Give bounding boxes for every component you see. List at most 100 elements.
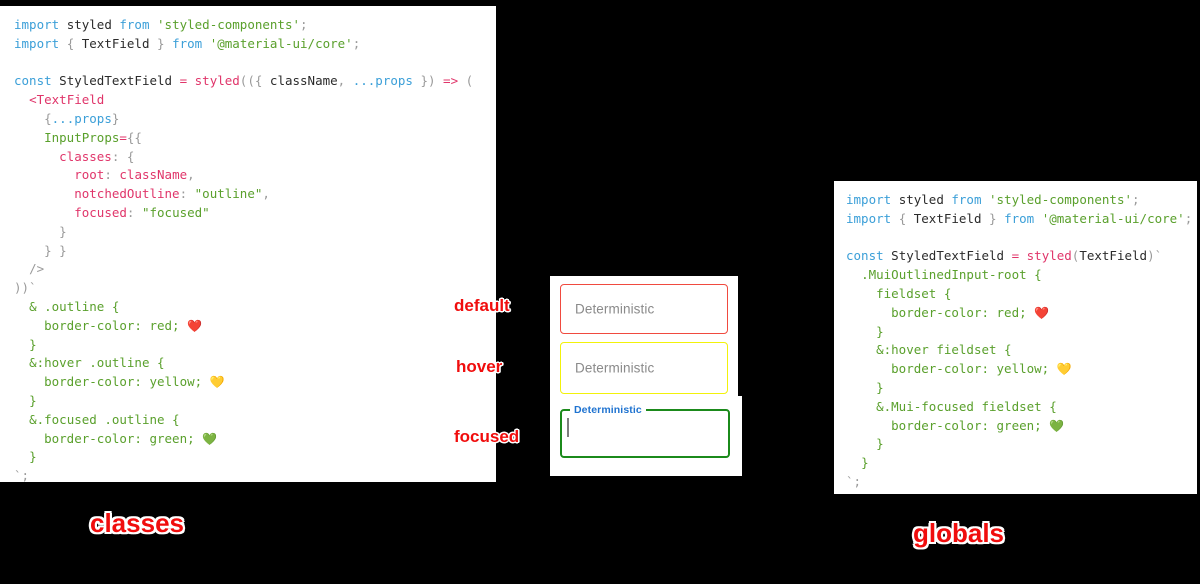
- classes-code-token: `;: [14, 468, 30, 482]
- globals-code-token: border-color: yellow;: [891, 361, 1050, 377]
- globals-code-token: &.Mui-focused fieldset {: [876, 398, 1057, 414]
- classes-code-token: :: [104, 167, 120, 183]
- classes-code-token: [14, 111, 44, 126]
- classes-code-token: [345, 73, 353, 88]
- globals-code-token: [846, 436, 876, 451]
- classes-code-token: [14, 130, 44, 145]
- classes-code-token: [14, 149, 59, 164]
- classes-code-line: &:hover .outline {: [14, 354, 496, 373]
- globals-code-line: const StyledTextField = styled(TextField…: [846, 247, 1197, 266]
- classes-code-token: '@material-ui/core': [209, 35, 353, 51]
- globals-code-token: from: [951, 192, 982, 207]
- classes-code-token: =>: [443, 73, 459, 89]
- globals-code-line: border-color: green; 💚: [846, 417, 1197, 436]
- text-cursor-caret: [567, 418, 569, 437]
- classes-code-token: [14, 92, 29, 107]
- classes-code-line: <TextField: [14, 91, 496, 110]
- classes-code-line: [14, 54, 496, 73]
- classes-code-token: [14, 374, 44, 389]
- globals-code-token: styled: [898, 192, 944, 207]
- classes-code-token: [14, 355, 29, 370]
- classes-code-line: }: [14, 223, 496, 242]
- classes-code-line: ))`: [14, 279, 496, 298]
- classes-code-line: border-color: yellow; 💛: [14, 373, 496, 392]
- classes-code-token: ,: [187, 167, 195, 183]
- classes-code-token: ,: [337, 73, 346, 89]
- classes-code-line: InputProps={{: [14, 129, 496, 148]
- annotation-default: default: [454, 296, 510, 315]
- globals-code-token: [1019, 248, 1027, 263]
- classes-code-line: {...props}: [14, 110, 496, 129]
- classes-code-token: }: [29, 336, 37, 352]
- globals-code-token: ;: [1184, 210, 1193, 226]
- globals-code-line: import styled from 'styled-components';: [846, 191, 1197, 210]
- globals-code-token: {: [898, 210, 907, 226]
- classes-code-token: StyledTextField: [51, 73, 180, 89]
- classes-code-token: border-color: yellow;: [44, 374, 203, 390]
- classes-code-token: classes: [59, 148, 112, 164]
- globals-code-line: import { TextField } from '@material-ui/…: [846, 210, 1197, 229]
- classes-code-line: &.focused .outline {: [14, 411, 496, 430]
- globals-code-token: [891, 211, 899, 226]
- classes-code-token: ))`: [14, 280, 37, 296]
- classes-code-token: }: [29, 392, 37, 408]
- globals-code-token: =: [1011, 248, 1020, 264]
- textfield-hover[interactable]: Deterministic: [560, 342, 728, 394]
- classes-code-token: styled: [194, 73, 240, 89]
- globals-code-token: [981, 192, 989, 207]
- classes-code-token: :: [126, 204, 142, 220]
- classes-code-token: ...props: [352, 73, 413, 89]
- globals-code-line: }: [846, 323, 1197, 342]
- classes-code-line: classes: {: [14, 148, 496, 167]
- classes-code-token: [202, 36, 210, 51]
- textfield-hover-placeholder: Deterministic: [575, 360, 655, 376]
- textfield-focused[interactable]: Deterministic: [560, 404, 730, 458]
- classes-code-token: />: [29, 261, 45, 277]
- classes-code-line: border-color: red; ❤️: [14, 317, 496, 336]
- globals-code-token: 'styled-components': [989, 192, 1133, 207]
- classes-code-token: ;: [300, 17, 308, 32]
- classes-code-token: :: [111, 148, 127, 164]
- classes-code-token: =: [179, 73, 188, 89]
- caption-globals: globals: [913, 518, 1005, 548]
- globals-code-line: fieldset {: [846, 285, 1197, 304]
- classes-code-token: =: [119, 129, 127, 145]
- classes-code-token: (: [458, 73, 474, 89]
- classes-code-token: [149, 17, 157, 32]
- classes-code-token: [59, 17, 67, 32]
- classes-code-token: }: [111, 110, 120, 126]
- classes-code-token: ,: [262, 186, 270, 202]
- globals-code-token: import: [846, 210, 892, 226]
- globals-code-token: const: [846, 248, 884, 264]
- classes-code-token: [59, 36, 67, 51]
- classes-code-token: } }: [44, 242, 67, 258]
- classes-code-token: [14, 412, 29, 427]
- globals-code-token: fieldset {: [876, 285, 952, 301]
- globals-code-token: [846, 399, 876, 414]
- textfield-default[interactable]: Deterministic: [560, 284, 728, 334]
- classes-code-token: 'styled-components': [157, 17, 301, 32]
- globals-code-token: ❤️: [1034, 305, 1050, 320]
- globals-code-line: }: [846, 435, 1197, 454]
- globals-code-token: [997, 211, 1005, 226]
- annotation-hover: hover: [456, 357, 503, 376]
- classes-code-token: border-color: red;: [44, 317, 180, 333]
- globals-code-token: styled: [1026, 248, 1072, 264]
- classes-code-token: "outline": [194, 186, 263, 202]
- textfield-default-placeholder: Deterministic: [575, 301, 655, 317]
- classes-code-token: {: [254, 73, 270, 89]
- globals-code-token: `;: [846, 473, 862, 489]
- globals-code-token: [1034, 211, 1042, 226]
- classes-code-token: import: [14, 17, 60, 32]
- globals-code-line: }: [846, 454, 1197, 473]
- classes-code-token: InputProps: [44, 129, 120, 145]
- globals-code-line: &:hover fieldset {: [846, 341, 1197, 360]
- globals-code-token: ;: [1132, 192, 1140, 207]
- globals-code-line: `;: [846, 473, 1197, 492]
- globals-code-token: }: [876, 323, 884, 339]
- demo-panel-lower: Deterministic: [550, 396, 742, 476]
- globals-code-panel: import styled from 'styled-components';i…: [834, 181, 1197, 494]
- classes-code-token: [187, 73, 195, 88]
- classes-code-token: {: [126, 148, 135, 164]
- classes-code-token: [14, 186, 74, 201]
